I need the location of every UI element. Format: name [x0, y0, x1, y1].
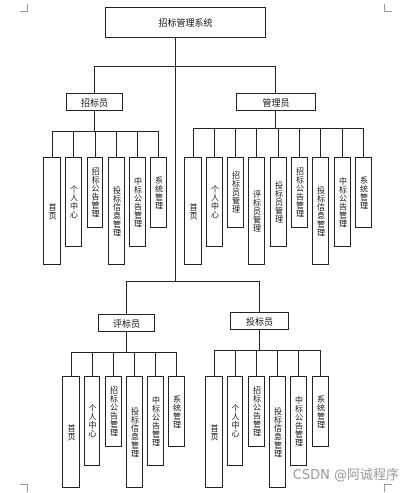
child-node: 首页: [184, 157, 202, 265]
child-node: 中标公告管理: [129, 157, 146, 247]
connector-line: [320, 350, 321, 376]
connector-line: [320, 128, 321, 157]
connector-line: [52, 131, 159, 132]
child-node: 招标公告管理: [105, 376, 122, 447]
group-node-bidder-admin: 招标员: [66, 93, 123, 111]
group-node-label: 投标员: [245, 317, 273, 328]
child-node: 投标信息管理: [108, 157, 125, 265]
connector-line: [94, 111, 95, 131]
root-node-label: 招标管理系统: [158, 19, 213, 29]
connector-line: [92, 352, 93, 376]
connector-line: [71, 352, 72, 376]
connector-line: [259, 330, 260, 350]
root-node: 招标管理系统: [105, 7, 266, 38]
connector-line: [176, 352, 177, 376]
connector-line: [363, 128, 364, 157]
connector-line: [137, 131, 138, 157]
child-node: 首页: [43, 157, 61, 265]
connector-line: [95, 131, 96, 157]
child-node: 中标公告管理: [147, 376, 164, 466]
connector-line: [73, 131, 74, 157]
watermark: CSDN @阿诚程序: [292, 468, 399, 483]
child-node: 系统管理: [355, 157, 372, 228]
child-node: 评标员管理: [248, 157, 265, 265]
child-node: 首页: [62, 376, 80, 488]
connector-line: [298, 350, 299, 376]
page-corner-mark: [20, 4, 28, 12]
connector-line: [94, 66, 276, 67]
connector-line: [193, 128, 194, 157]
connector-line: [235, 350, 236, 376]
connector-line: [214, 350, 321, 351]
connector-line: [342, 128, 343, 157]
connector-line: [278, 128, 279, 157]
connector-line: [134, 352, 135, 376]
child-node: 个人中心: [227, 376, 243, 466]
child-node: 中标公告管理: [290, 376, 307, 466]
connector-line: [259, 281, 260, 312]
connector-line: [175, 38, 176, 282]
connector-line: [52, 131, 53, 157]
group-node-reviewer: 评标员: [98, 314, 155, 332]
child-node: 首页: [205, 376, 223, 488]
connector-line: [275, 111, 276, 128]
group-node-tenderer: 投标员: [230, 312, 289, 330]
connector-line: [235, 128, 236, 157]
group-node-admin: 管理员: [236, 93, 316, 111]
connector-line: [275, 66, 276, 93]
connector-line: [126, 281, 260, 282]
page-corner-mark: [20, 484, 28, 492]
child-node: 系统管理: [312, 376, 329, 447]
child-node: 个人中心: [84, 376, 100, 466]
child-node: 投标员管理: [270, 157, 287, 247]
connector-line: [126, 281, 127, 314]
child-node: 系统管理: [150, 157, 167, 228]
child-node: 投标信息管理: [126, 376, 143, 488]
group-node-label: 招标员: [80, 98, 108, 109]
child-node: 投标信息管理: [269, 376, 286, 488]
connector-line: [256, 350, 257, 376]
connector-line: [113, 352, 114, 376]
child-node: 个人中心: [206, 157, 223, 247]
child-node: 招标员管理: [227, 157, 244, 228]
page-corner-mark: [384, 484, 392, 492]
connector-line: [94, 66, 95, 93]
connector-line: [126, 332, 127, 352]
connector-line: [71, 352, 177, 353]
page-corner-mark: [384, 4, 392, 12]
group-node-label: 管理员: [262, 98, 290, 109]
child-node: 系统管理: [168, 376, 185, 447]
group-node-label: 评标员: [112, 319, 140, 330]
child-node: 个人中心: [65, 157, 82, 247]
connector-line: [256, 128, 257, 157]
connector-line: [158, 131, 159, 157]
connector-line: [116, 131, 117, 157]
child-node: 招标公告管理: [248, 376, 265, 447]
connector-line: [155, 352, 156, 376]
connector-line: [277, 350, 278, 376]
child-node: 中标公告管理: [334, 157, 351, 247]
connector-line: [214, 128, 215, 157]
child-node: 招标公告管理: [291, 157, 308, 228]
child-node: 招标公告管理: [87, 157, 103, 228]
child-node: 投标信息管理: [312, 157, 329, 265]
connector-line: [299, 128, 300, 157]
connector-line: [214, 350, 215, 376]
